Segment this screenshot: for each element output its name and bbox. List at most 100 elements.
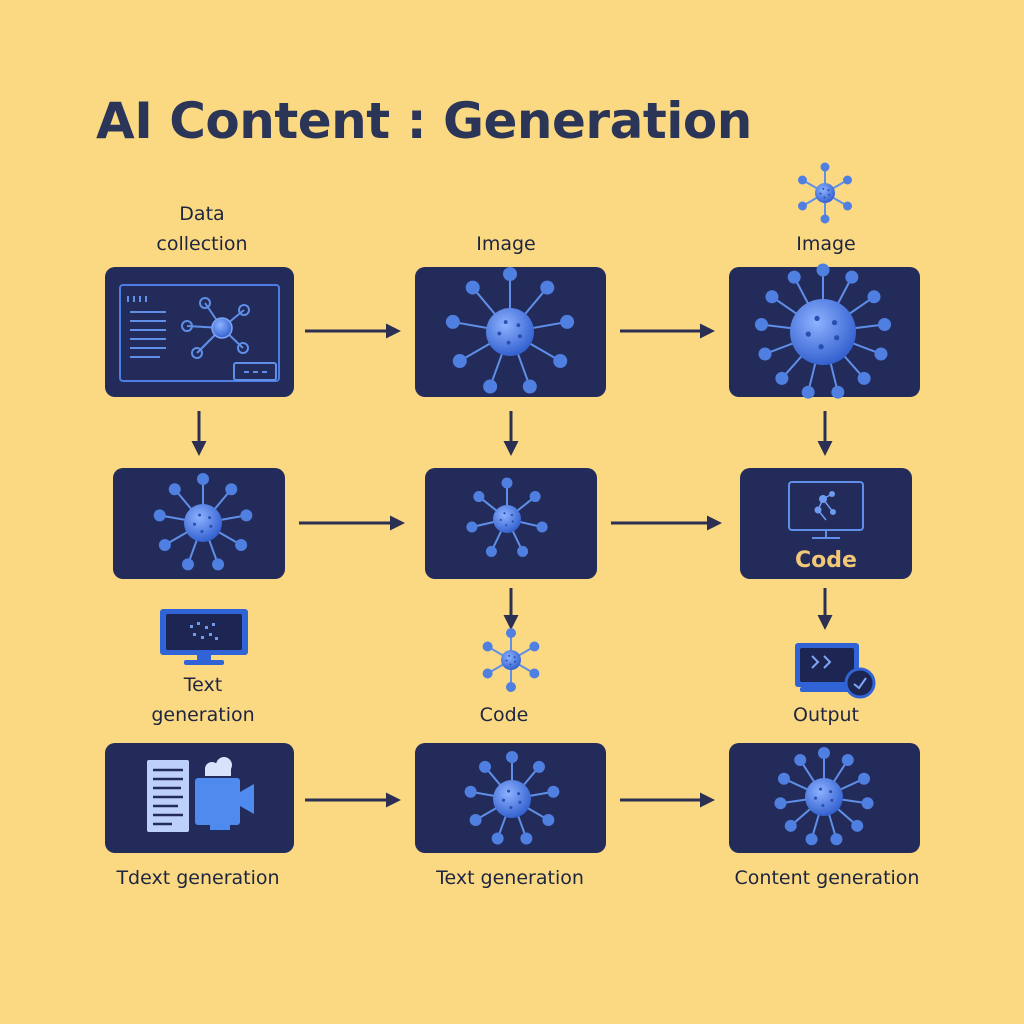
network-hub-texture [819,192,822,195]
network-satellite-node [816,263,830,277]
network-hub-texture [510,513,514,517]
network-hub-texture [517,792,521,796]
network-satellite-node [867,290,881,304]
network-satellite-node [225,483,238,496]
network-hub-texture [814,315,820,322]
network-hub-texture [831,319,838,326]
network-hub-texture [497,331,502,336]
network-hub-texture [822,187,825,190]
network-satellite-node [482,668,493,679]
network-satellite-node [560,314,575,329]
network-satellite-node [483,379,498,394]
network-satellite-node [553,354,568,368]
network-satellite-node [878,318,892,332]
network-node-icon [466,477,548,557]
network-node-icon [464,751,560,845]
network-satellite-node [765,290,779,304]
network-hub-texture [198,513,202,517]
network-satellite-node [529,668,540,679]
network-hub-texture [208,516,212,520]
network-hub-node [805,778,843,816]
network-hub-texture [821,803,825,807]
label-output: Output [793,704,859,726]
network-hub-texture [819,787,823,791]
network-hub-texture [505,659,508,662]
monitor-icon [160,609,248,665]
network-hub-texture [514,660,517,663]
network-hub-texture [511,520,514,523]
network-satellite-node [464,785,477,798]
network-satellite-node [805,833,818,846]
network-hub-texture [829,790,833,794]
label-image-2: Image [796,233,856,255]
network-hub-texture [200,529,204,533]
network-hub-texture [508,654,511,657]
network-satellite-node [843,175,853,185]
label-image-1: Image [476,233,536,255]
network-hub-texture [507,789,511,793]
network-satellite-node [485,545,497,557]
network-satellite-node [845,270,859,284]
network-satellite-node [168,483,181,496]
network-hub-texture [513,656,516,659]
label-content-generation: Content generation [734,867,920,889]
network-hub-texture [506,340,511,345]
label-line: collection [156,233,248,255]
network-satellite-node [857,371,871,385]
label-code: Code [479,704,529,726]
network-satellite-node [506,682,516,692]
network-satellite-node [777,772,790,785]
label-line: generation [151,704,255,726]
network-satellite-node [797,201,807,211]
network-satellite-node [181,558,194,571]
network-satellite-node [503,267,517,281]
network-satellite-node [831,385,845,399]
label-line: Data [179,203,225,225]
network-satellite-node [542,814,555,826]
label-text-generation-2: Text generation [436,867,584,889]
network-hub-node [493,780,531,818]
network-satellite-node [529,641,540,652]
network-satellite-node [547,785,560,798]
network-hub-texture [505,524,508,527]
network-satellite-node [452,354,467,368]
network-hub-texture [818,344,824,350]
network-hub-node [501,650,521,670]
box-label-code: Code [795,548,857,573]
network-satellite-node [784,819,797,832]
network-hub-texture [827,189,830,192]
network-hub-texture [503,512,506,515]
network-satellite-node [235,539,248,551]
label-data-collection: Data collection [156,199,247,259]
network-hub-texture [509,663,512,666]
network-satellite-node [820,214,830,224]
network-satellite-node [501,477,513,489]
network-hub-texture [830,798,834,802]
network-satellite-node [482,641,493,652]
network-hub-texture [499,518,502,522]
network-node-icon [482,628,540,692]
network-satellite-node [536,521,548,533]
network-satellite-node [820,162,830,172]
network-satellite-node [801,385,815,399]
network-satellite-node [797,175,807,185]
network-node-icon [153,473,253,571]
network-satellite-node [158,539,171,551]
network-satellite-node [240,509,253,522]
network-satellite-node [529,491,541,503]
network-node-icon [797,162,853,224]
network-hub-node [486,308,534,356]
network-hub-texture [193,522,197,526]
network-satellite-node [830,833,843,846]
monitor-check-icon [795,643,876,699]
network-satellite-node [197,473,209,485]
network-hub-node [790,299,856,365]
network-hub-texture [209,524,213,528]
label-text-generation: Text generation [151,670,254,730]
network-satellite-node [473,491,485,503]
network-satellite-node [843,201,853,211]
dashboard-network-icon [119,284,280,382]
network-satellite-node [520,832,533,845]
network-satellite-node [465,280,480,295]
network-hub-texture [828,193,831,196]
